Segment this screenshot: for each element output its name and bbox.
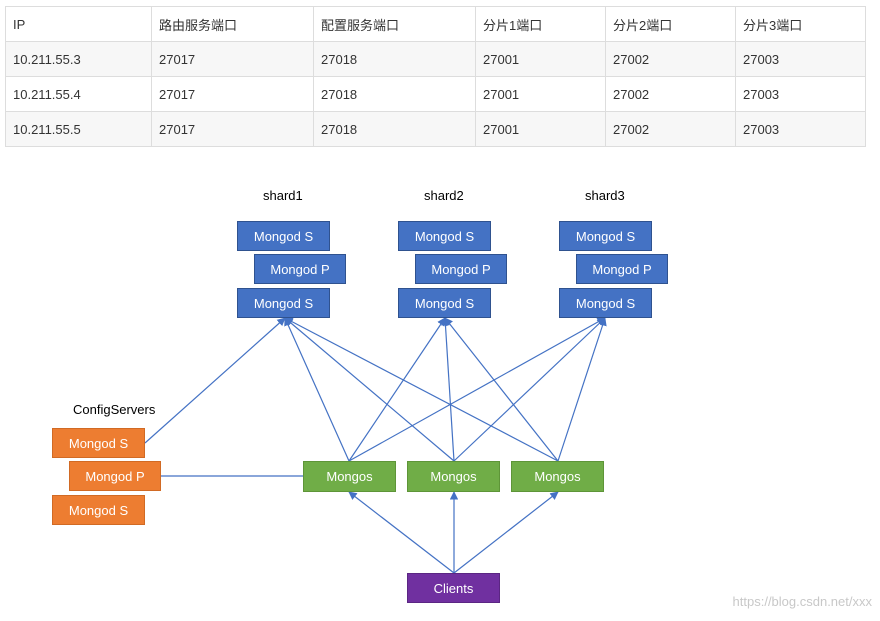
cell-config-port: 27018: [313, 41, 476, 77]
mongos-router: Mongos: [407, 461, 500, 492]
shard3-secondary-node: Mongod S: [559, 221, 652, 251]
table-row: 10.211.55.5 27017 27018 27001 27002 2700…: [5, 111, 866, 147]
cell-shard1-port: 27001: [475, 41, 606, 77]
shard3-secondary-node: Mongod S: [559, 288, 652, 318]
config-secondary-node: Mongod S: [52, 428, 145, 458]
connector-mongos3-shard1: [284, 317, 559, 462]
shard1-primary-node: Mongod P: [254, 254, 346, 284]
cell-shard2-port: 27002: [605, 76, 736, 112]
header-ip: IP: [5, 6, 152, 42]
connector-mongos2-shard2: [441, 317, 455, 462]
connector-mongos3-shard2: [444, 317, 559, 462]
watermark: https://blog.csdn.net/xxx: [732, 594, 872, 609]
connector-mongos2-shard1: [284, 317, 455, 462]
shard2-primary-node: Mongod P: [415, 254, 507, 284]
connector-mongos1-shard2: [348, 317, 446, 462]
mongos-router: Mongos: [511, 461, 604, 492]
connector-mongos1-shard3: [348, 317, 606, 462]
cell-ip: 10.211.55.3: [5, 41, 152, 77]
cell-router-port: 27017: [151, 41, 314, 77]
clients-node: Clients: [407, 573, 500, 603]
shard1-secondary-node: Mongod S: [237, 288, 330, 318]
connector-config-shard1: [144, 317, 286, 444]
cell-ip: 10.211.55.4: [5, 76, 152, 112]
shard1-secondary-node: Mongod S: [237, 221, 330, 251]
port-table: IP 路由服务端口 配置服务端口 分片1端口 分片2端口 分片3端口 10.21…: [5, 6, 866, 147]
config-secondary-node: Mongod S: [52, 495, 145, 525]
config-servers-title: ConfigServers: [73, 402, 156, 417]
table-header-row: IP 路由服务端口 配置服务端口 分片1端口 分片2端口 分片3端口: [5, 6, 866, 42]
cell-shard3-port: 27003: [735, 111, 866, 147]
cell-ip: 10.211.55.5: [5, 111, 152, 147]
shard2-secondary-node: Mongod S: [398, 288, 491, 318]
cell-config-port: 27018: [313, 111, 476, 147]
shard2-secondary-node: Mongod S: [398, 221, 491, 251]
shard3-title: shard3: [585, 188, 625, 203]
header-shard1-port: 分片1端口: [475, 6, 606, 42]
connector-mongos1-shard1: [284, 317, 350, 462]
mongos-router: Mongos: [303, 461, 396, 492]
cell-shard2-port: 27002: [605, 41, 736, 77]
cell-router-port: 27017: [151, 76, 314, 112]
cell-shard3-port: 27003: [735, 76, 866, 112]
shard1-title: shard1: [263, 188, 303, 203]
connector-mongos2-shard3: [453, 317, 606, 462]
header-shard3-port: 分片3端口: [735, 6, 866, 42]
connector-clients-mongos3: [453, 491, 559, 574]
cell-shard3-port: 27003: [735, 41, 866, 77]
table-row: 10.211.55.3 27017 27018 27001 27002 2700…: [5, 41, 866, 77]
config-primary-node: Mongod P: [69, 461, 161, 491]
table-row: 10.211.55.4 27017 27018 27001 27002 2700…: [5, 76, 866, 112]
connector-mongos3-shard3: [557, 317, 607, 462]
shard3-primary-node: Mongod P: [576, 254, 668, 284]
connector-clients-mongos1: [348, 491, 455, 574]
shard2-title: shard2: [424, 188, 464, 203]
header-router-port: 路由服务端口: [151, 6, 314, 42]
cell-shard1-port: 27001: [475, 111, 606, 147]
cell-shard2-port: 27002: [605, 111, 736, 147]
